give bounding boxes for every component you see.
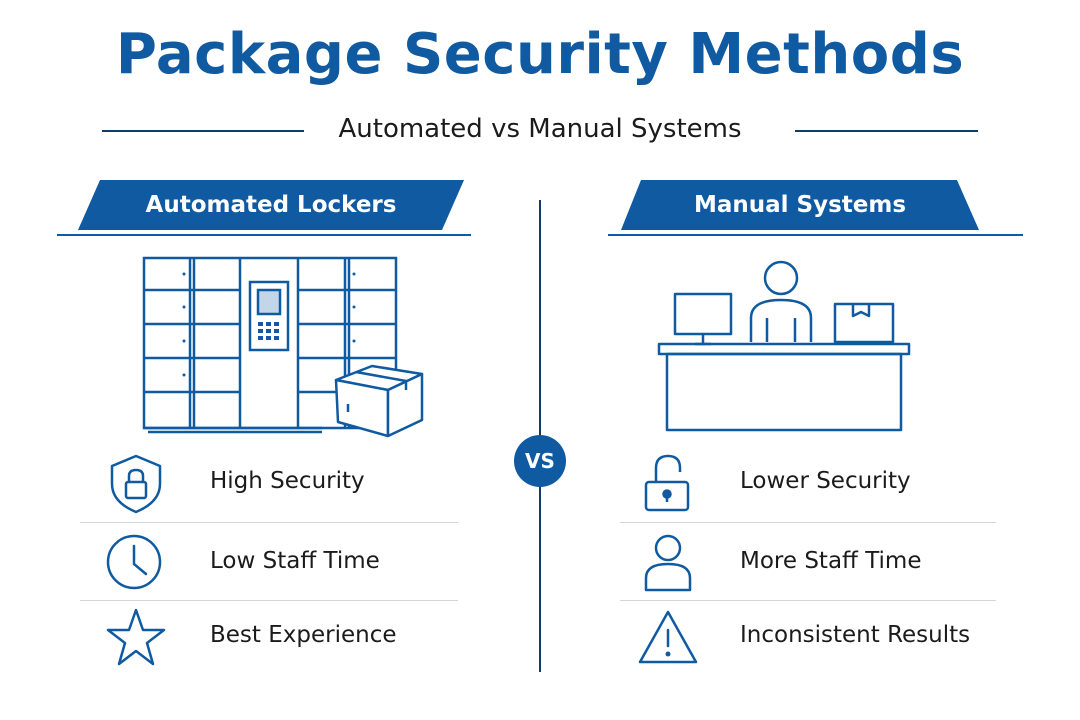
feature-label: More Staff Time <box>740 548 922 574</box>
feature-best-experience: Best Experience <box>104 606 464 666</box>
left-heading-rule <box>57 234 471 236</box>
locker-illustration <box>142 256 424 438</box>
automated-lockers-heading: Automated Lockers <box>145 192 397 218</box>
manual-systems-heading: Manual Systems <box>693 192 907 218</box>
subtitle-rule-right <box>795 130 978 132</box>
feature-more-staff-time: More Staff Time <box>638 532 1018 592</box>
right-separator-1 <box>620 522 996 523</box>
feature-label: Inconsistent Results <box>740 622 971 648</box>
subtitle-rule-left <box>102 130 304 132</box>
feature-label: Low Staff Time <box>210 548 380 574</box>
banner-shape <box>621 180 979 230</box>
left-separator-1 <box>80 522 458 523</box>
manual-systems-banner: Manual Systems <box>621 180 979 230</box>
right-heading-rule <box>608 234 1023 236</box>
page-subtitle: Automated vs Manual Systems <box>338 114 742 144</box>
feature-high-security: High Security <box>104 452 464 514</box>
star-icon <box>106 608 166 666</box>
feature-inconsistent-results: Inconsistent Results <box>638 606 1018 666</box>
unlocked-padlock-icon <box>644 454 690 512</box>
automated-lockers-banner: Automated Lockers <box>78 180 464 230</box>
vs-badge: VS <box>514 435 566 487</box>
warning-icon <box>638 610 698 664</box>
banner-shape <box>78 180 464 230</box>
feature-low-staff-time: Low Staff Time <box>104 532 464 592</box>
front-desk-illustration <box>657 260 911 432</box>
clock-icon <box>106 534 162 590</box>
page-title: Package Security Methods <box>115 22 965 87</box>
person-icon <box>644 534 692 592</box>
feature-label: High Security <box>210 468 365 494</box>
feature-lower-security: Lower Security <box>638 452 1018 512</box>
shield-lock-icon <box>110 454 162 514</box>
feature-label: Lower Security <box>740 468 911 494</box>
left-separator-2 <box>80 600 458 601</box>
right-separator-2 <box>620 600 996 601</box>
feature-label: Best Experience <box>210 622 397 648</box>
